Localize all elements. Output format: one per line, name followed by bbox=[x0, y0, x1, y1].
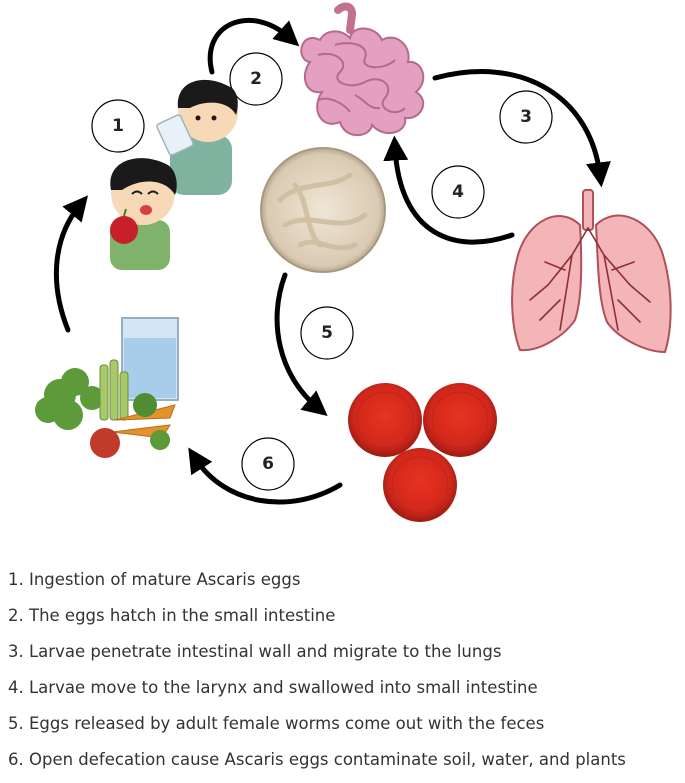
step-number-label: 5 bbox=[321, 323, 333, 343]
step-number-2: 2 bbox=[229, 52, 283, 106]
small-intestine-image bbox=[300, 2, 425, 137]
lungs-image bbox=[511, 189, 672, 354]
step-number-6: 6 bbox=[241, 437, 295, 491]
arrow-step-1 bbox=[53, 195, 88, 333]
legend-item-4: 4. Larvae move to the larynx and swallow… bbox=[8, 678, 538, 697]
ascaris-eggs-image bbox=[348, 383, 497, 522]
step-number-label: 2 bbox=[250, 69, 262, 89]
arrow-step-2 bbox=[207, 18, 300, 75]
vegetables-water-image bbox=[35, 317, 179, 458]
arrow-step-5 bbox=[274, 272, 328, 416]
legend-item-3: 3. Larvae penetrate intestinal wall and … bbox=[8, 642, 502, 661]
life-cycle-diagram: 1 2 3 4 5 6 bbox=[35, 2, 672, 522]
step-number-1: 1 bbox=[91, 99, 145, 153]
legend-item-1: 1. Ingestion of mature Ascaris eggs bbox=[8, 570, 301, 589]
legend-item-2: 2. The eggs hatch in the small intestine bbox=[8, 606, 336, 625]
legend-item-5: 5. Eggs released by adult female worms c… bbox=[8, 714, 545, 733]
step-number-label: 3 bbox=[520, 107, 532, 127]
step-number-label: 4 bbox=[452, 182, 464, 202]
step-number-label: 6 bbox=[262, 454, 274, 474]
arrow-step-3 bbox=[432, 69, 611, 188]
arrow-step-6 bbox=[188, 447, 343, 505]
children-image bbox=[110, 79, 238, 270]
step-number-label: 1 bbox=[112, 116, 124, 136]
cycle-arrows bbox=[53, 18, 611, 505]
step-number-4: 4 bbox=[431, 165, 485, 219]
adult-worms-image bbox=[260, 147, 386, 273]
arrow-step-4 bbox=[383, 135, 515, 245]
step-number-5: 5 bbox=[300, 306, 354, 360]
step-legend: 1. Ingestion of mature Ascaris eggs 2. T… bbox=[8, 562, 683, 778]
legend-item-6: 6. Open defecation cause Ascaris eggs co… bbox=[8, 750, 626, 769]
step-number-3: 3 bbox=[499, 90, 553, 144]
